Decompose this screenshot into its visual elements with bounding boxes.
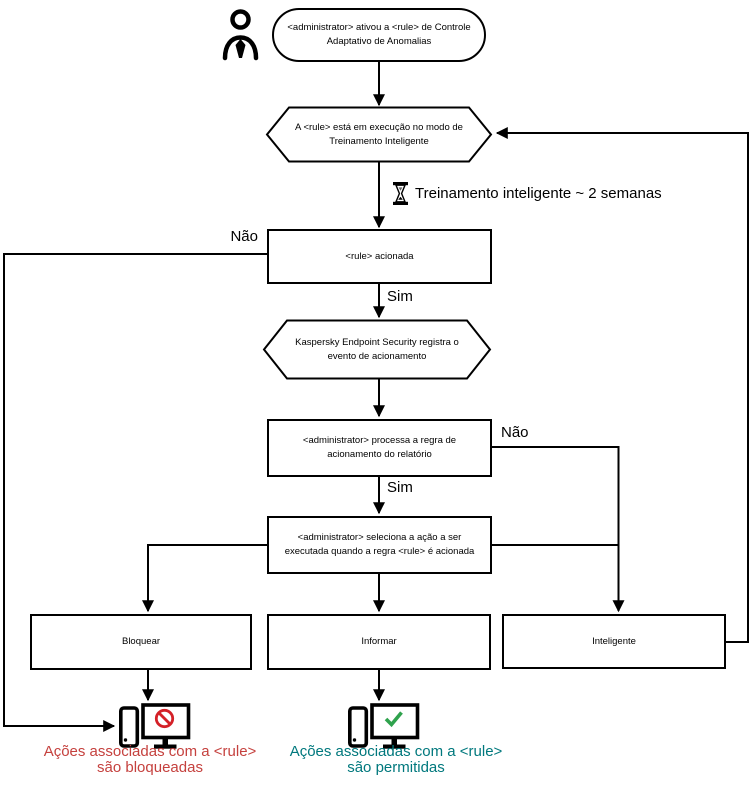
start-node-label: <administrator> ativou a <rule> de Contr… <box>287 22 471 47</box>
process-report-node: <administrator> processa a regra de acio… <box>267 419 492 477</box>
check-sign-icon <box>384 711 403 728</box>
action-inform-node: Informar <box>267 614 491 670</box>
hexagon-registers-shape <box>262 319 492 380</box>
start-node: <administrator> ativou a <rule> de Contr… <box>272 8 486 62</box>
branch-label-yes-1: Sim <box>387 288 413 305</box>
computer-allowed-icon <box>347 703 420 749</box>
action-block-node: Bloquear <box>30 614 252 670</box>
branch-label-no-left: Não <box>230 228 258 245</box>
action-inform-label: Informar <box>361 636 397 648</box>
hexagon-training-node: A <rule> está em execução no modo de Tre… <box>279 107 479 162</box>
action-block-label: Bloquear <box>121 636 161 648</box>
hexagon-registers-label: Kaspersky Endpoint Security registra o e… <box>295 336 459 362</box>
outcome-allowed-line2: são permitidas <box>347 759 445 776</box>
prohibition-sign-icon <box>154 708 175 729</box>
rule-triggered-node: <rule> acionada <box>267 229 492 284</box>
select-action-label: <administrator> seleciona a ação a ser e… <box>284 532 475 557</box>
hexagon-registers-node: Kaspersky Endpoint Security registra o e… <box>277 320 477 379</box>
select-action-node: <administrator> seleciona a ação a ser e… <box>267 516 492 574</box>
hexagon-training-label: A <rule> está em execução no modo de Tre… <box>295 121 463 147</box>
person-icon <box>222 9 259 61</box>
branch-label-yes-2: Sim <box>387 479 413 496</box>
hourglass-icon <box>393 182 408 205</box>
rule-triggered-label: <rule> acionada <box>345 250 414 262</box>
outcome-blocked-line2: são bloqueadas <box>97 759 203 776</box>
hexagon-training-shape <box>265 106 493 163</box>
computer-blocked-icon <box>118 703 191 749</box>
action-smart-node: Inteligente <box>502 614 726 669</box>
branch-label-no-right: Não <box>501 424 529 441</box>
training-duration-label: Treinamento inteligente ~ 2 semanas <box>415 185 662 202</box>
outcome-blocked-caption: Ações associadas com a <rule> são bloque… <box>25 744 275 776</box>
outcome-allowed-caption: Ações associadas com a <rule> são permit… <box>270 744 522 776</box>
training-duration-note: Treinamento inteligente ~ 2 semanas <box>393 181 662 206</box>
outcome-blocked-line1: Ações associadas com a <rule> <box>43 743 257 760</box>
outcome-allowed-line1: Ações associadas com a <rule> <box>289 743 503 760</box>
action-smart-label: Inteligente <box>592 635 636 647</box>
process-report-label: <administrator> processa a regra de acio… <box>302 435 457 460</box>
